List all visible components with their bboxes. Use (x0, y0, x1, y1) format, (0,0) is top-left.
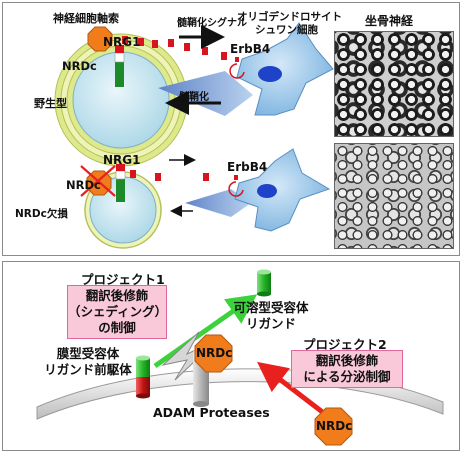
axon-label: 神経細胞軸索 (53, 12, 119, 25)
signal-dots-wildtype (122, 36, 227, 60)
nucleus-knockout (257, 184, 277, 198)
erbb4-receptor-wildtype (229, 63, 245, 79)
erbb4-ligand-wildtype (235, 57, 239, 62)
project1-line-3: の制御 (98, 320, 136, 335)
deletion-cross-icon (80, 165, 116, 197)
soluble-label-line-2: リガンド (245, 316, 296, 331)
nrdc-label-center: NRDc (196, 346, 233, 360)
project1-box: 翻訳後修飾 （シェディング） の制御 (67, 285, 167, 339)
membrane-label-line-1: 膜型受容体 (56, 346, 120, 361)
nrg1-label-wildtype: NRG1 (103, 35, 141, 49)
nrdc-octagon-free (314, 407, 353, 446)
nrg1-receptor-wildtype (114, 45, 125, 87)
nucleus-wildtype (258, 66, 282, 82)
myelination-diagram (54, 22, 334, 249)
nerve-micrograph-wildtype (334, 31, 454, 137)
project2-title: プロジェクト2 (303, 337, 387, 352)
signal-label: 髄鞘化シグナル (177, 18, 247, 29)
project2-line-2: による分泌制御 (303, 369, 391, 384)
soluble-label-line-1: 可溶型受容体 (233, 300, 309, 315)
project1-title: プロジェクト1 (81, 272, 165, 287)
shedding-arrow (153, 294, 258, 369)
wildtype-label: 野生型 (34, 97, 67, 110)
bottom-panel: プロジェクト1 翻訳後修飾 （シェディング） の制御 可溶型受容体 リガンド プ… (2, 261, 460, 451)
signal-dots-knockout (130, 170, 209, 181)
knockout-label: NRDc欠損 (15, 208, 68, 220)
membrane-ligand-label: 膜型受容体 リガンド前駆体 (33, 346, 143, 378)
nrdc-octagon-wildtype (87, 26, 113, 52)
glia-label-schwann: シュワン細胞 (255, 24, 318, 36)
membrane-ligand-precursor (136, 355, 150, 399)
project2-box: 翻訳後修飾 による分泌制御 (291, 350, 403, 388)
erbb4-ligand-knockout (234, 175, 238, 180)
nrdc-label-wildtype: NRDc (62, 59, 97, 73)
top-panel: 神経細胞軸索 髄鞘化シグナル オリゴデンドロサイト シュワン細胞 坐骨神経 NR… (2, 2, 460, 256)
nrdc-label-knockout: NRDc (66, 178, 101, 192)
glia-label-oligodendrocyte: オリゴデンドロサイト (237, 11, 342, 23)
erbb4-receptor-knockout (228, 181, 244, 197)
soluble-ligand-label: 可溶型受容体 リガンド (221, 300, 321, 332)
erbb4-label-knockout: ErbB4 (227, 160, 268, 174)
myelination-label: 髄鞘化 (179, 92, 209, 103)
glial-cell-knockout (234, 148, 331, 232)
nrdc-octagon-center (194, 334, 233, 373)
nerve-micrograph-knockout (334, 143, 454, 249)
nerve-label: 坐骨神経 (365, 14, 414, 28)
adam-label: ADAM Proteases (153, 405, 270, 420)
project1-line-2: （シェディング） (68, 304, 168, 319)
nrg1-receptor-knockout (115, 164, 126, 202)
project1-line-1: 翻訳後修飾 (85, 288, 149, 303)
membrane-label-line-2: リガンド前駆体 (44, 362, 132, 377)
project2-line-1: 翻訳後修飾 (315, 353, 379, 368)
soluble-ligand (257, 269, 271, 297)
secretion-arrow (257, 361, 327, 416)
nrg1-label-knockout: NRG1 (103, 153, 141, 167)
myelination-cone-wildtype (158, 71, 253, 116)
nrdc-label-free: NRDc (316, 419, 353, 433)
erbb4-label-wildtype: ErbB4 (230, 42, 271, 56)
glial-cell-wildtype (236, 22, 334, 116)
